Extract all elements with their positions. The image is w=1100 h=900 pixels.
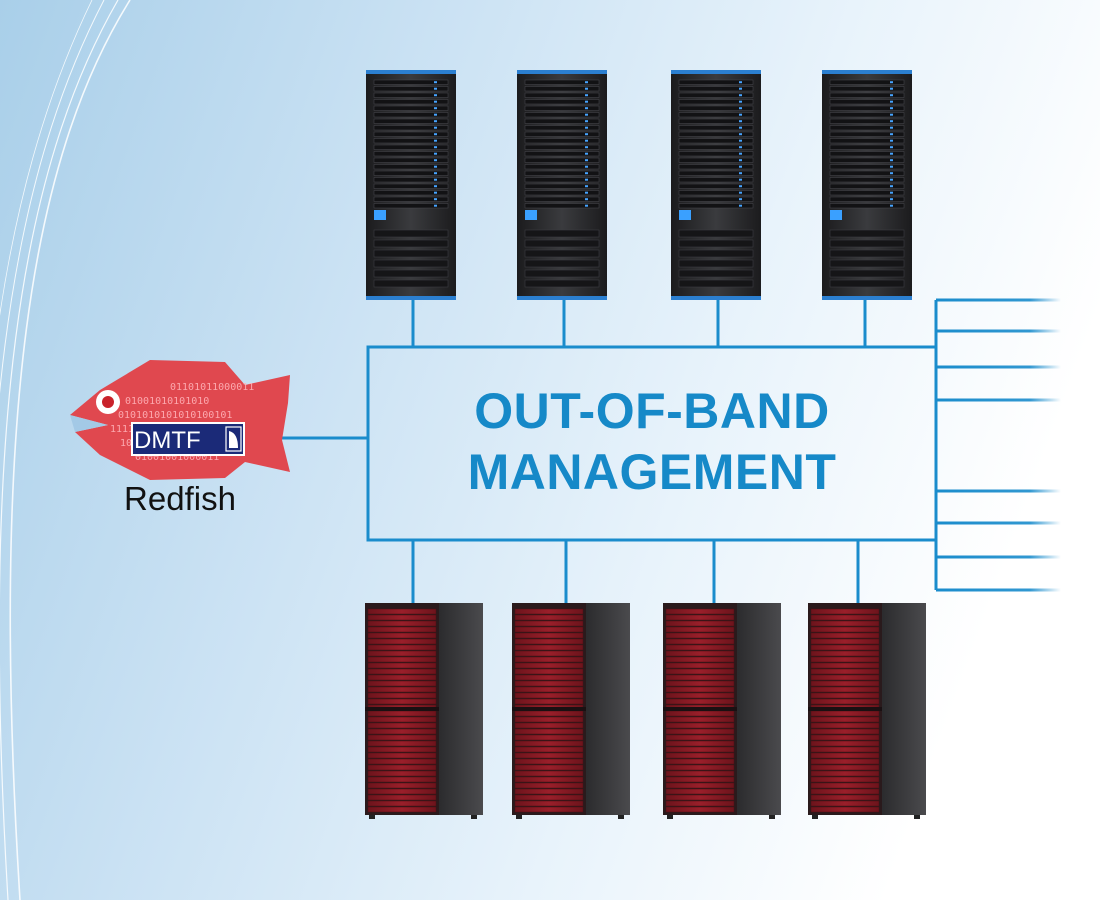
bottom-server-rack: [512, 603, 630, 819]
svg-text:01101011000011: 01101011000011: [170, 382, 254, 393]
top-server-rack: [366, 70, 456, 300]
top-server-rack: [822, 70, 912, 300]
right-branch-lines: [936, 298, 1061, 592]
diagram-title-line-2: MANAGEMENT: [467, 444, 837, 500]
redfish-logo: 01101011000011 01001010101010 010101010101…: [70, 360, 290, 480]
svg-text:01001010101010: 01001010101010: [125, 396, 209, 407]
top-server-rack: [517, 70, 607, 300]
redfish-brand-name: Redfish: [124, 480, 236, 517]
diagram-title-line-1: OUT-OF-BAND: [474, 383, 830, 439]
decorative-arcs: [0, 0, 131, 900]
branch-line: [936, 489, 1061, 493]
top-server-row: [366, 70, 912, 300]
branch-line: [936, 329, 1061, 333]
branch-line: [936, 398, 1061, 402]
branch-line: [936, 365, 1061, 369]
management-box: [366, 345, 938, 542]
bottom-server-rack: [365, 603, 483, 819]
top-server-rack: [671, 70, 761, 300]
bottom-server-rack: [808, 603, 926, 819]
dmtf-badge: [131, 422, 245, 456]
branch-line: [936, 555, 1061, 559]
svg-text:01001001000011: 01001001000011: [135, 452, 219, 463]
branch-line: [936, 588, 1061, 592]
bottom-server-rack: [663, 603, 781, 819]
bottom-server-row: [365, 603, 926, 819]
dmtf-badge-text: DMTF: [134, 427, 201, 454]
svg-text:0101010101010100101: 0101010101010100101: [118, 410, 232, 421]
branch-line: [936, 298, 1061, 302]
branch-line: [936, 521, 1061, 525]
